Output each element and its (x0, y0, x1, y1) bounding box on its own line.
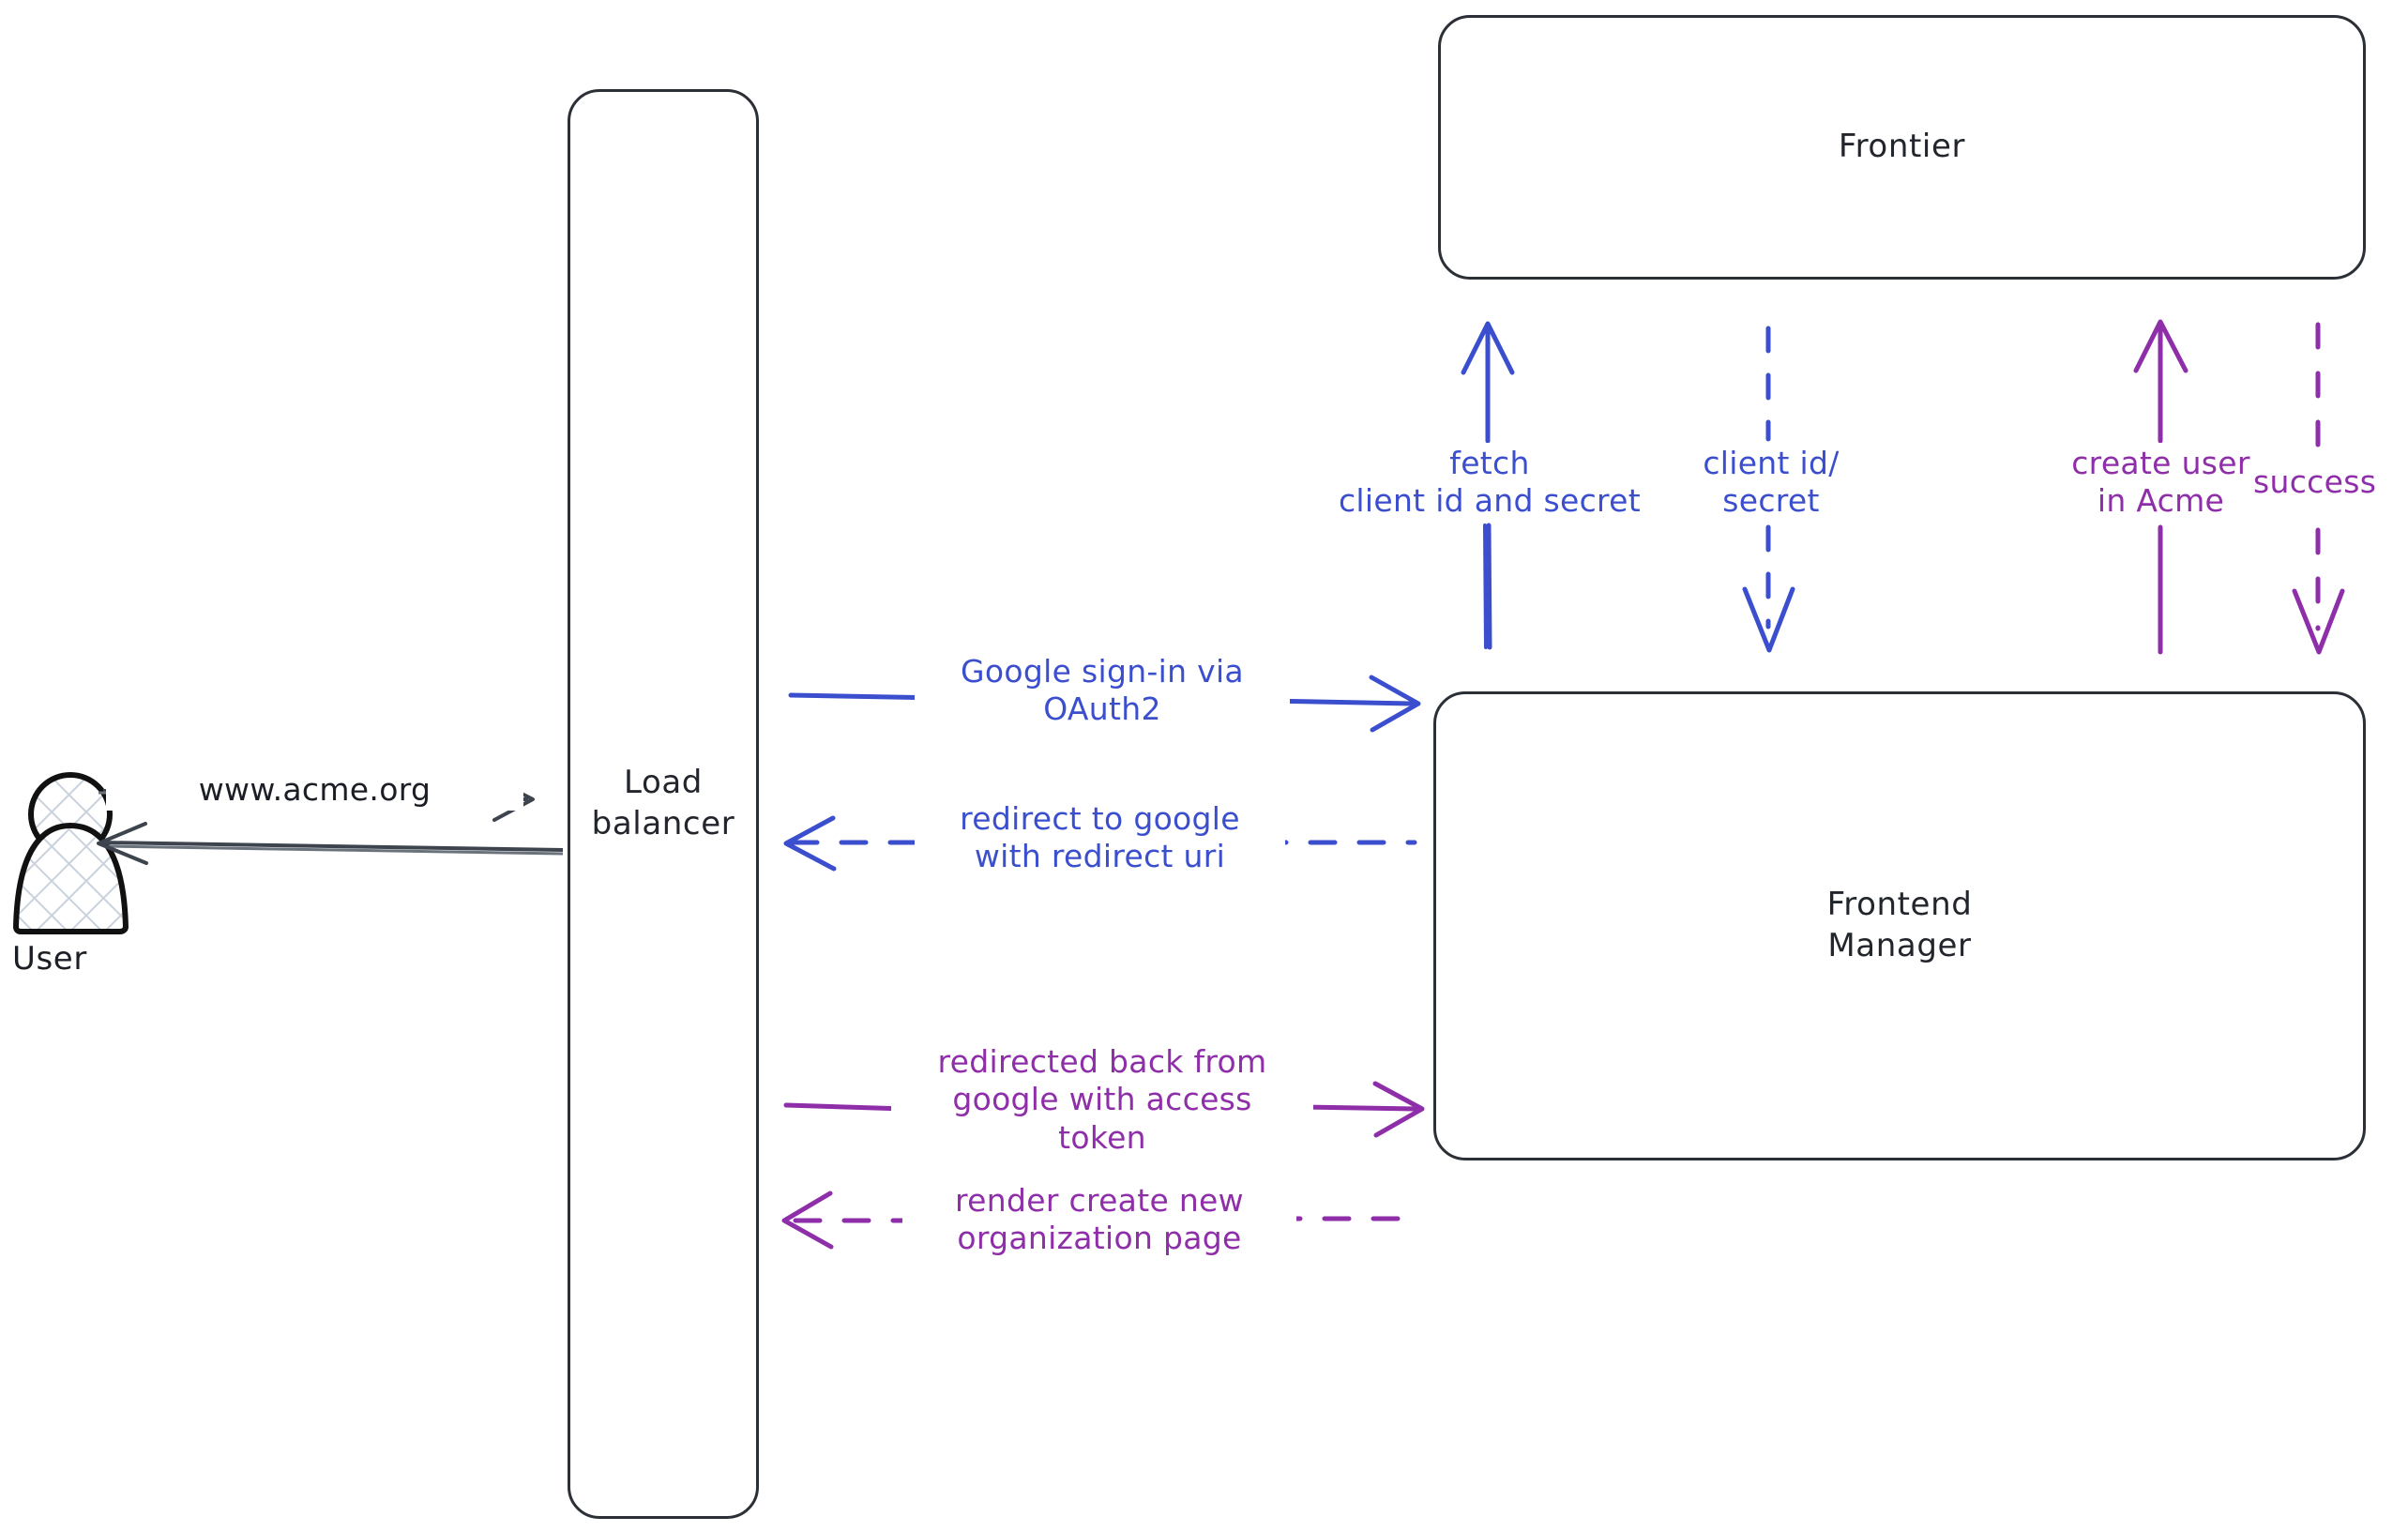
edge-label-lb-to-fm-token: redirected back from google with access … (891, 1041, 1313, 1159)
node-label-frontend-manager: Frontend Manager (1826, 886, 1973, 964)
edge-label-fm-to-frontier-fetch: fetch client id and secret (1293, 443, 1687, 523)
edge-label-fm-to-frontier-create-user: create user in Acme (2041, 443, 2280, 523)
edge-label-lb-to-fm-signin: Google sign-in via OAuth2 (915, 651, 1290, 731)
edge-lb-to-user (97, 822, 564, 865)
node-load-balancer[interactable]: Load balancer (568, 89, 759, 1519)
edge-label-frontier-to-fm-creds: client id/ secret (1682, 443, 1860, 523)
edge-label-user-to-lb: www.acme.org (106, 769, 523, 812)
edge-label-fm-to-lb-redirect: redirect to google with redirect uri (915, 798, 1285, 878)
actor-label-user: User (12, 940, 87, 978)
node-frontend-manager[interactable]: Frontend Manager (1433, 691, 2366, 1160)
node-label-frontier: Frontier (1838, 128, 1966, 166)
node-frontier[interactable]: Frontier (1438, 15, 2366, 280)
node-label-load-balancer: Load balancer (591, 764, 735, 842)
edge-label-fm-to-lb-render: render create new organization page (902, 1180, 1296, 1260)
edge-label-frontier-to-fm-success: success (2248, 462, 2408, 504)
